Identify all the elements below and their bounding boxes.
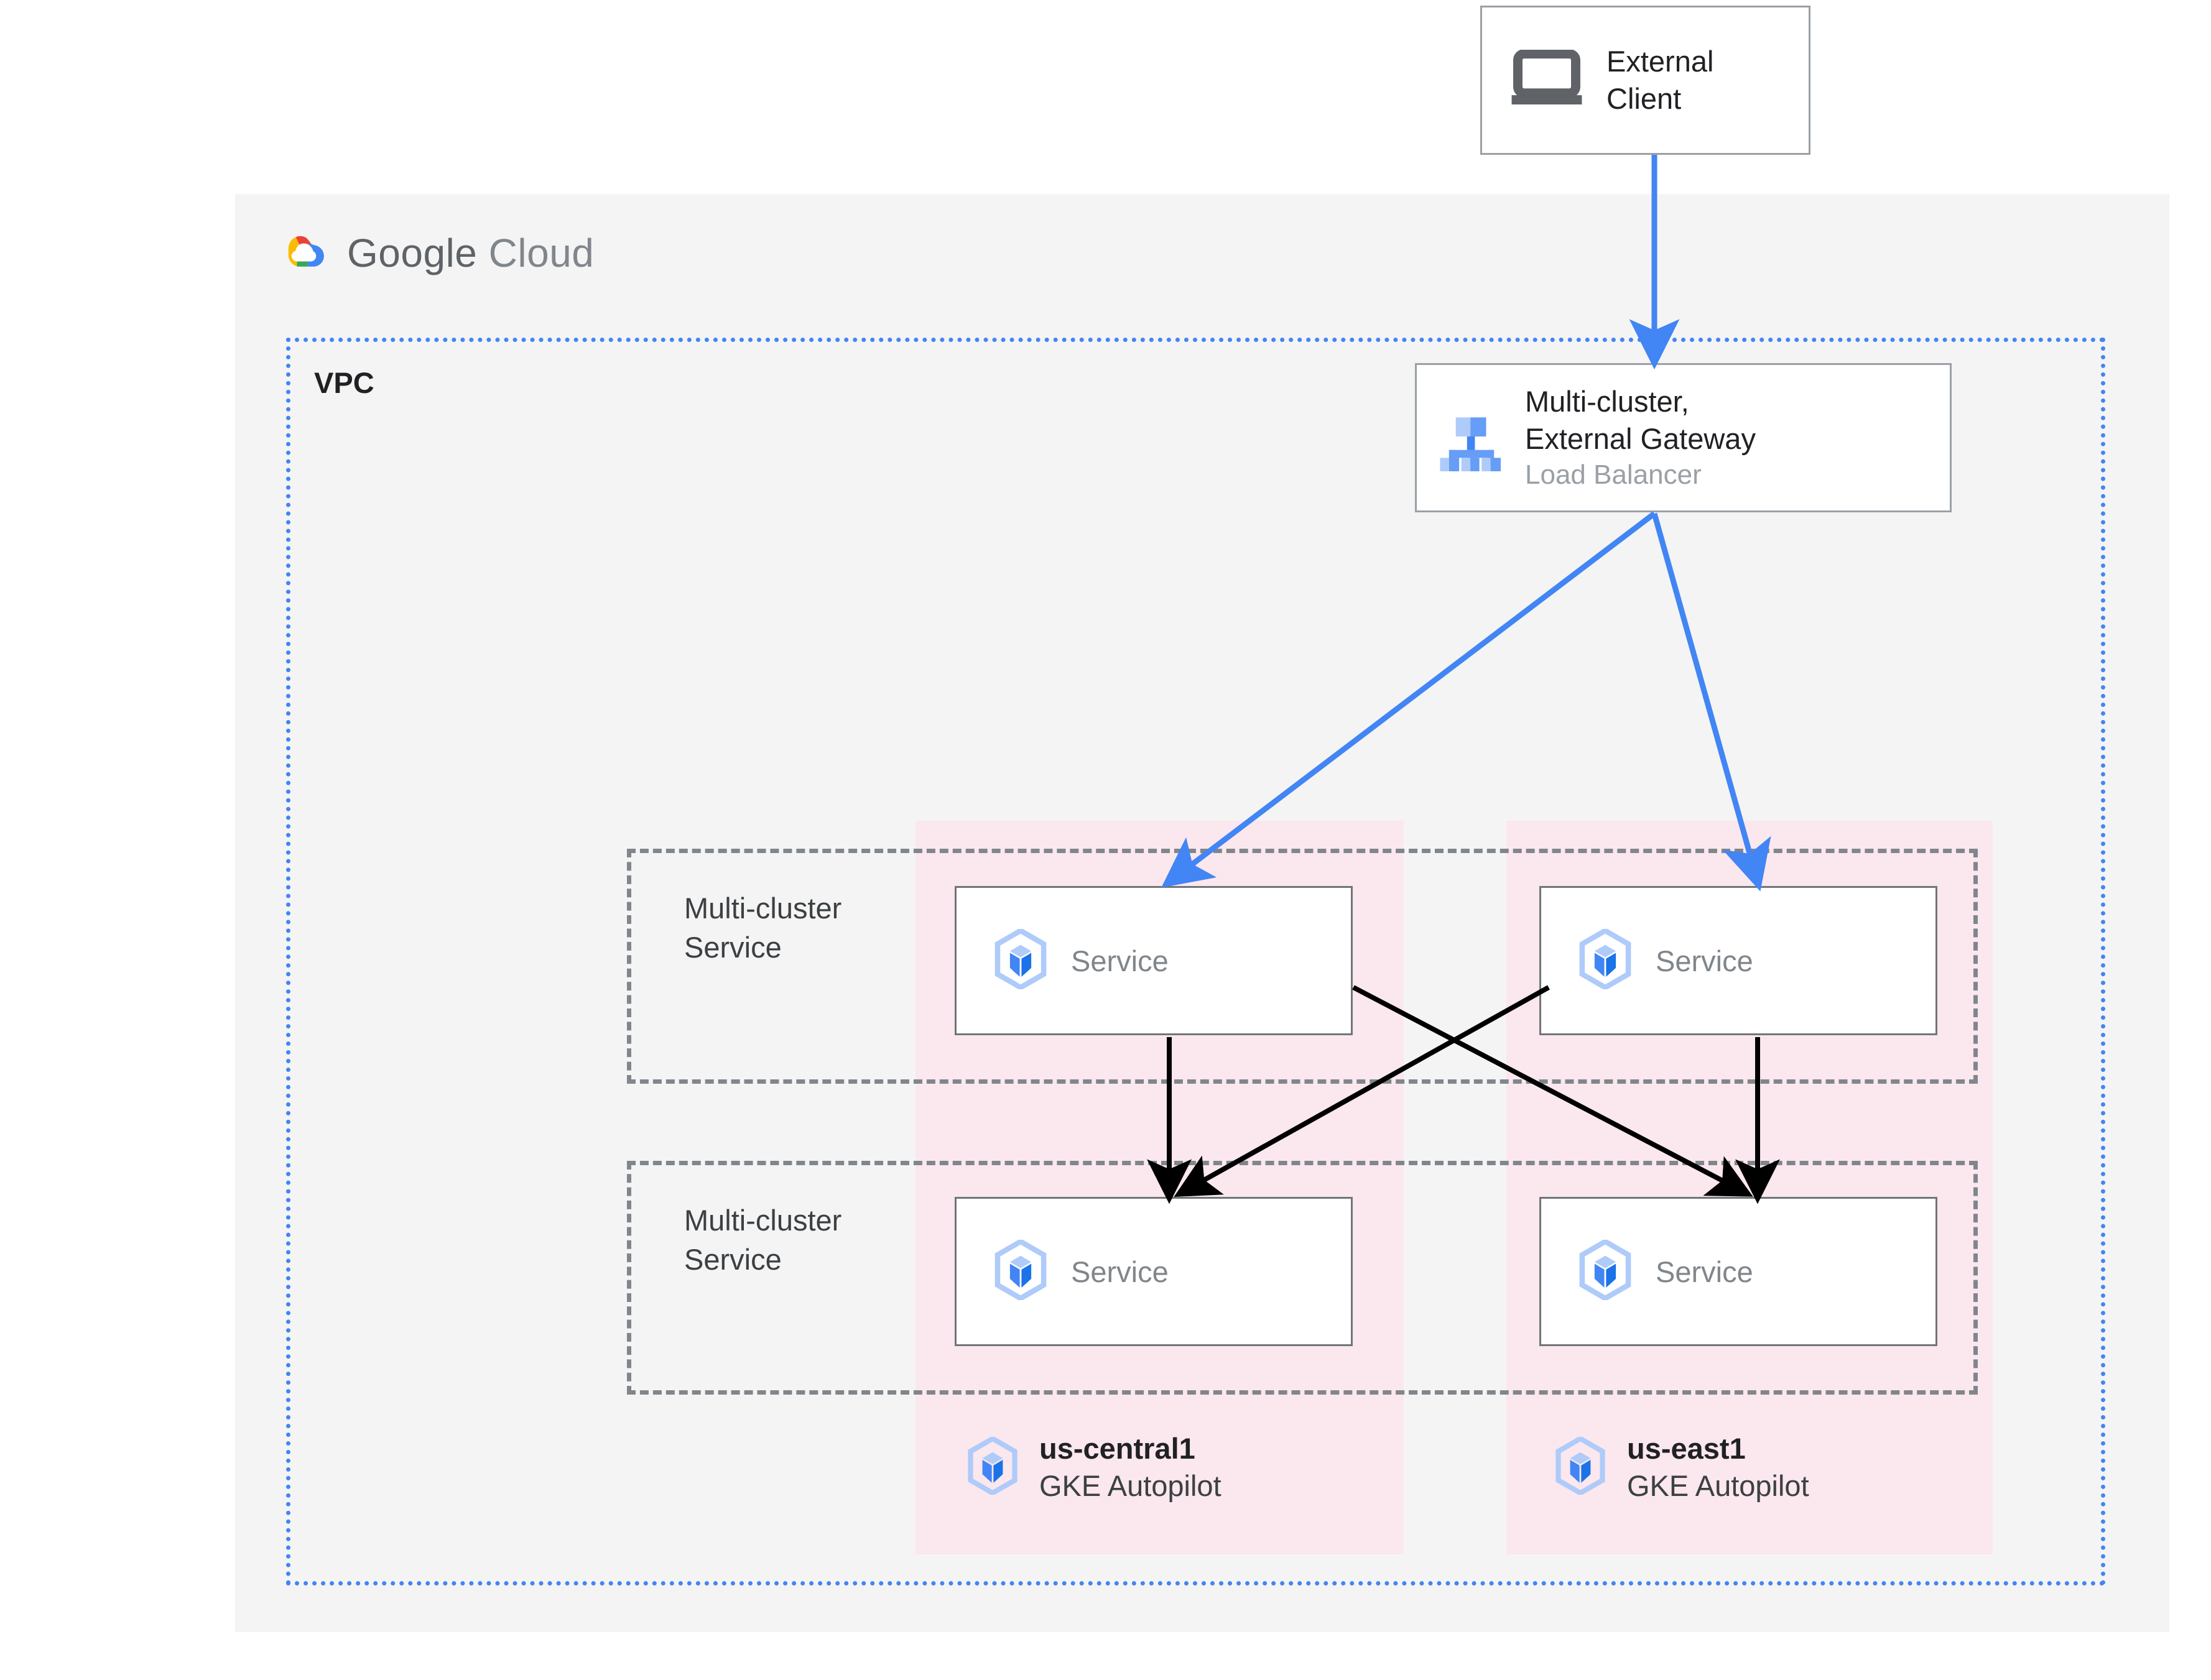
mcs-label-line1: Multi-cluster bbox=[684, 1204, 842, 1237]
gke-service-icon bbox=[994, 1238, 1047, 1303]
external-client-label-line1: External bbox=[1606, 44, 1714, 78]
vpc-boundary bbox=[286, 338, 2105, 1585]
cluster-footer-us-central1: us-central1 GKE Autopilot bbox=[967, 1430, 1221, 1505]
gke-service-icon bbox=[994, 927, 1047, 992]
cluster-name: us-central1 bbox=[1039, 1432, 1195, 1465]
brand-word-cloud: Cloud bbox=[488, 231, 595, 275]
load-balancer-title-line2: External Gateway bbox=[1525, 422, 1756, 455]
service-node-top-central[interactable]: Service bbox=[955, 886, 1353, 1035]
external-client-box[interactable]: External Client bbox=[1480, 6, 1810, 155]
service-node-top-east[interactable]: Service bbox=[1539, 886, 1937, 1035]
cluster-type: GKE Autopilot bbox=[1627, 1469, 1809, 1503]
load-balancer-icon bbox=[1437, 402, 1506, 477]
cluster-footer-us-east1: us-east1 GKE Autopilot bbox=[1555, 1430, 1809, 1505]
gke-service-icon bbox=[1578, 927, 1632, 992]
multi-cluster-service-label-bottom: Multi-cluster Service bbox=[684, 1201, 841, 1280]
brand-word-google: Google bbox=[347, 231, 478, 275]
mcs-label-line2: Service bbox=[684, 930, 782, 964]
service-label: Service bbox=[1656, 1255, 1753, 1288]
cluster-type: GKE Autopilot bbox=[1039, 1469, 1221, 1503]
service-label: Service bbox=[1071, 944, 1169, 977]
load-balancer-subtitle: Load Balancer bbox=[1525, 459, 1702, 490]
service-node-bottom-central[interactable]: Service bbox=[955, 1197, 1353, 1346]
gke-service-icon bbox=[1578, 1238, 1632, 1303]
google-cloud-logo: Google Cloud bbox=[279, 227, 594, 279]
mcs-label-line2: Service bbox=[684, 1242, 782, 1276]
gke-cluster-icon bbox=[1555, 1436, 1606, 1498]
vpc-label: VPC bbox=[314, 366, 374, 399]
laptop-icon bbox=[1509, 49, 1584, 111]
load-balancer-box[interactable]: Multi-cluster, External Gateway Load Bal… bbox=[1415, 363, 1952, 512]
service-label: Service bbox=[1071, 1255, 1169, 1288]
google-cloud-logo-icon bbox=[279, 227, 331, 279]
service-node-bottom-east[interactable]: Service bbox=[1539, 1197, 1937, 1346]
gke-cluster-icon bbox=[967, 1436, 1018, 1498]
service-label: Service bbox=[1656, 944, 1753, 977]
google-cloud-wordmark: Google Cloud bbox=[347, 230, 594, 276]
cluster-name: us-east1 bbox=[1627, 1432, 1746, 1465]
external-client-label-line2: Client bbox=[1606, 82, 1682, 115]
mcs-label-line1: Multi-cluster bbox=[684, 892, 842, 925]
load-balancer-title-line1: Multi-cluster, bbox=[1525, 384, 1689, 418]
multi-cluster-service-label-top: Multi-cluster Service bbox=[684, 889, 841, 967]
